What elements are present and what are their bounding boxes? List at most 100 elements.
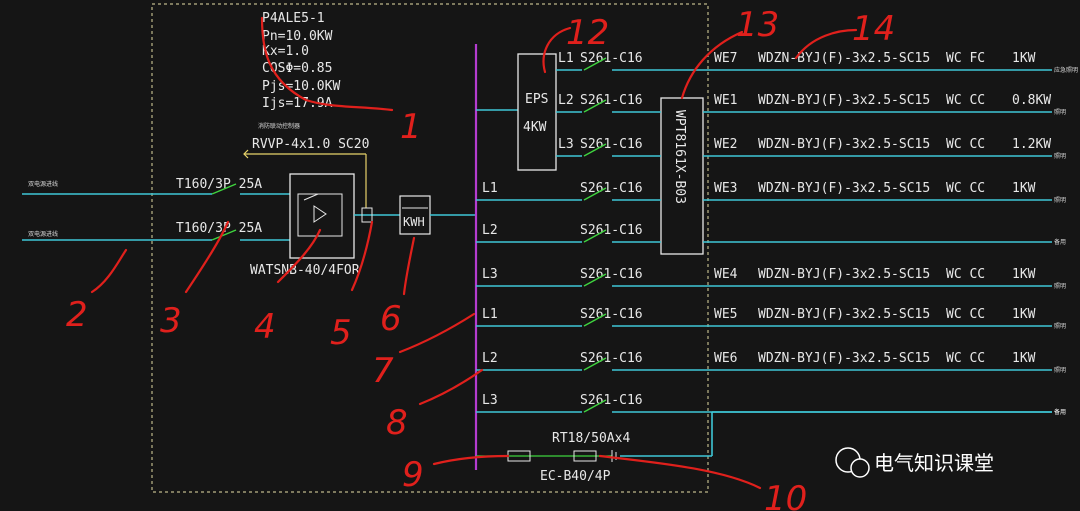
circuit-id-8: WE6: [714, 351, 737, 366]
circuit-lay-3: WC CC: [946, 137, 985, 152]
meter-kx: Kx=1.0: [262, 44, 309, 59]
circuit-end-3: 照明: [1054, 153, 1066, 160]
meter-pn: Pn=10.0KW: [262, 29, 333, 44]
circuit-cable-2: WDZN-BYJ(F)-3x2.5-SC15: [758, 93, 930, 108]
circuit-cable-3: WDZN-BYJ(F)-3x2.5-SC15: [758, 137, 930, 152]
wpt-module-label: WPT8161X-B03: [672, 110, 687, 204]
circuit-end-1: 应急照明: [1054, 66, 1078, 74]
breaker-switch-7: [583, 313, 607, 327]
breaker-switch-3: [583, 143, 607, 157]
circuit-end-5: 备用: [1054, 238, 1066, 246]
annotation-8: 8: [386, 403, 408, 443]
circuit-cable-1: WDZN-BYJ(F)-3x2.5-SC15: [758, 51, 930, 66]
annotation-7: 7: [372, 351, 394, 391]
annotation-5: 5: [330, 313, 352, 353]
spd-fuse-label: RT18/50Ax4: [552, 431, 630, 446]
breaker-switch-2: [583, 99, 607, 113]
annotation-12: 12: [566, 13, 609, 53]
fire-link-label: 消防联动控制器: [258, 122, 300, 130]
breaker-label-9: S261-C16: [580, 393, 643, 408]
kwh-label: KWH: [403, 215, 425, 229]
circuit-end-6: 照明: [1054, 283, 1066, 290]
circuit-cable-7: WDZN-BYJ(F)-3x2.5-SC15: [758, 307, 930, 322]
breaker-label-4: S261-C16: [580, 181, 643, 196]
eps-unit: [517, 53, 557, 171]
ats-model: WATSNB-40/4FOR: [250, 263, 360, 278]
feed2-label: 双电源进线: [28, 230, 58, 238]
annotation-14: 14: [852, 9, 895, 49]
circuit-power-3: 1.2KW: [1012, 137, 1051, 152]
circuit-cable-4: WDZN-BYJ(F)-3x2.5-SC15: [758, 181, 930, 196]
meter-pjs: Pjs=10.0KW: [262, 79, 340, 94]
circuit-id-3: WE2: [714, 137, 737, 152]
breaker-switch-8: [583, 357, 607, 371]
breaker-label-1: S261-C16: [580, 51, 643, 66]
bus-phase-9: L3: [482, 393, 498, 408]
spd-model-label: EC-B40/4P: [540, 469, 611, 484]
watermark: 电气知识课堂: [835, 447, 994, 478]
annotation-2: 2: [66, 295, 88, 335]
spd-fuse-2: [573, 450, 597, 462]
meter-ijs: Ijs=17.9A: [262, 96, 333, 111]
breaker-switch-6: [583, 273, 607, 287]
circuit-end-8: 照明: [1054, 367, 1066, 374]
breaker-switch-1: [583, 57, 607, 71]
circuit-cable-6: WDZN-BYJ(F)-3x2.5-SC15: [758, 267, 930, 282]
annotation-10: 10: [764, 479, 807, 511]
meter-model: P4ALE5-1: [262, 11, 325, 26]
circuit-lay-4: WC CC: [946, 181, 985, 196]
bus-phase-4: L1: [482, 181, 498, 196]
bus-phase-5: L2: [482, 223, 498, 238]
annotations: [90, 16, 858, 490]
annotation-4: 4: [254, 307, 276, 347]
meter-cos: COSΦ=0.85: [262, 61, 332, 76]
eps-name: EPS: [525, 92, 548, 107]
annotation-13: 13: [736, 5, 779, 45]
circuit-power-1: 1KW: [1012, 51, 1036, 66]
ats-switch: [289, 173, 355, 259]
fire-cable-label: RVVP-4x1.0 SC20: [252, 137, 369, 152]
circuit-power-6: 1KW: [1012, 267, 1036, 282]
circuit-end-4: 照明: [1054, 197, 1066, 204]
breaker-switch-4: [583, 187, 607, 201]
circuit-end-9: 备用: [1054, 408, 1066, 416]
bus-phase-8: L2: [482, 351, 498, 366]
breaker2-label: T160/3P 25A: [176, 221, 262, 236]
eps-power: 4KW: [523, 120, 547, 135]
circuit-lay-1: WC FC: [946, 51, 985, 66]
current-transformer: [361, 207, 373, 223]
circuit-lay-7: WC CC: [946, 307, 985, 322]
circuit-end-7: 照明: [1054, 323, 1066, 330]
breaker-label-7: S261-C16: [580, 307, 643, 322]
breaker-label-8: S261-C16: [580, 351, 643, 366]
circuit-lay-6: WC CC: [946, 267, 985, 282]
circuit-power-7: 1KW: [1012, 307, 1036, 322]
circuit-id-2: WE1: [714, 93, 737, 108]
circuit-lay-8: WC CC: [946, 351, 985, 366]
watermark-text: 电气知识课堂: [874, 451, 994, 475]
eps-phase-1: L1: [558, 51, 574, 66]
feed1-label: 双电源进线: [28, 180, 58, 188]
annotation-6: 6: [380, 299, 402, 339]
breaker-label-3: S261-C16: [580, 137, 643, 152]
breaker1-label: T160/3P 25A: [176, 177, 262, 192]
breaker-switch-9: [583, 399, 607, 413]
breaker-label-2: S261-C16: [580, 93, 643, 108]
breaker-switch-5: [583, 229, 607, 243]
circuit-power-4: 1KW: [1012, 181, 1036, 196]
circuit-id-1: WE7: [714, 51, 737, 66]
circuit-id-4: WE3: [714, 181, 737, 196]
circuit-cable-8: WDZN-BYJ(F)-3x2.5-SC15: [758, 351, 930, 366]
circuit-id-7: WE5: [714, 307, 737, 322]
eps-phase-3: L3: [558, 137, 574, 152]
bus-phase-6: L3: [482, 267, 498, 282]
breaker-label-6: S261-C16: [580, 267, 643, 282]
circuit-end-2: 照明: [1054, 109, 1066, 116]
annotation-3: 3: [160, 301, 182, 341]
cabinet-frame: [151, 3, 709, 493]
annotation-1: 1: [400, 107, 422, 147]
circuit-end-10: 备用: [1054, 408, 1066, 416]
